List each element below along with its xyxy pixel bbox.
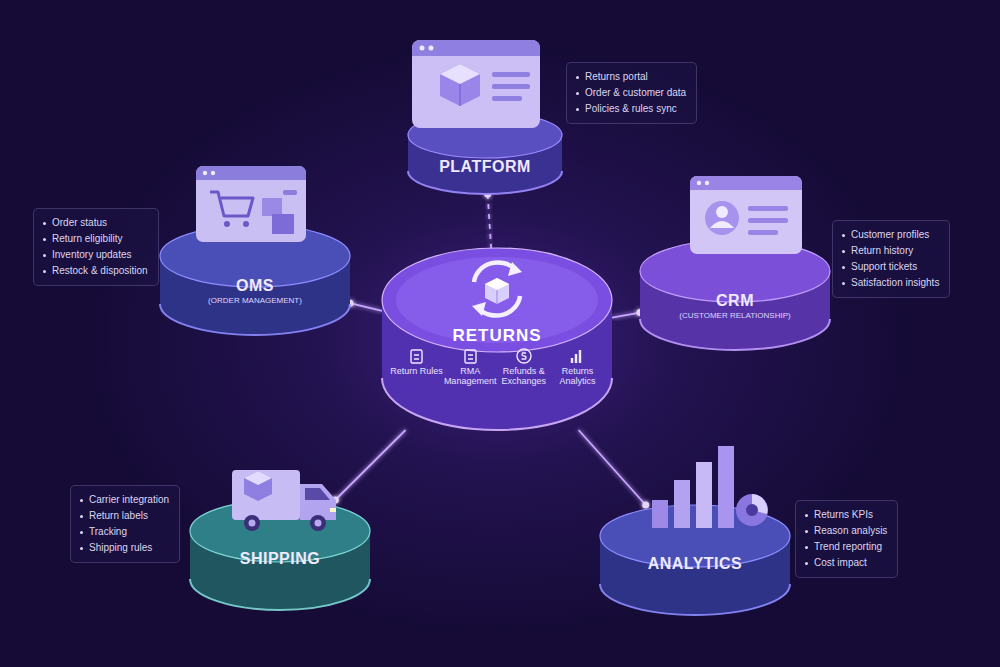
platform-window-icon <box>412 40 540 128</box>
feature-list: Returns portalOrder & customer dataPolic… <box>566 62 697 124</box>
feature-list: Customer profilesReturn historySupport t… <box>832 220 950 298</box>
bullet-item: Support tickets <box>842 259 939 275</box>
bullet-item: Trend reporting <box>805 539 887 555</box>
feature-list: Order statusReturn eligibilityInventory … <box>33 208 159 286</box>
bullet-item: Order & customer data <box>576 85 686 101</box>
connector-dot <box>642 502 649 509</box>
system-subtitle: (ORDER MANAGEMENT) <box>160 296 350 306</box>
bullet-item: Return eligibility <box>43 231 148 247</box>
bullet-item: Tracking <box>80 524 169 540</box>
returns-cycle-icon <box>472 262 522 316</box>
system-title: ANALYTICS <box>600 555 790 573</box>
bullet-item: Inventory updates <box>43 247 148 263</box>
feature-row: Return RulesRMA ManagementRefunds & Exch… <box>382 366 612 386</box>
analytics-pedestal: ANALYTICS <box>600 505 790 615</box>
bullet-item: Satisfaction insights <box>842 275 939 291</box>
crm-pedestal: CRM(CUSTOMER RELATIONSHIP) <box>640 240 830 350</box>
bullet-item: Customer profiles <box>842 227 939 243</box>
returns-feature-icons <box>411 349 580 363</box>
bullet-item: Returns KPIs <box>805 507 887 523</box>
returns-hub: RETURNS Return RulesRMA ManagementRefunds… <box>382 248 612 430</box>
pedestal-top <box>408 112 562 158</box>
bullet-item: Returns portal <box>576 69 686 85</box>
connector-line <box>335 430 405 500</box>
connector-line <box>579 430 646 505</box>
platform-pedestal: PLATFORM <box>408 112 562 194</box>
bullet-item: Reason analysis <box>805 523 887 539</box>
pedestal-rim <box>190 579 370 610</box>
system-title: SHIPPING <box>190 550 370 568</box>
system-title: CRM <box>640 292 830 310</box>
oms-window-icon <box>196 166 306 242</box>
system-title: OMS <box>160 277 350 295</box>
system-title: PLATFORM <box>408 158 562 176</box>
system-subtitle: (CUSTOMER RELATIONSHIP) <box>640 311 830 321</box>
bullet-item: Restock & disposition <box>43 263 148 279</box>
bar-chart-icon <box>652 446 768 528</box>
bullet-item: Return labels <box>80 508 169 524</box>
bullet-item: Shipping rules <box>80 540 169 556</box>
bullet-item: Cost impact <box>805 555 887 571</box>
pedestal-top <box>382 248 612 352</box>
connector-line <box>488 194 491 248</box>
feature-list: Carrier integrationReturn labelsTracking… <box>70 485 180 563</box>
connector-line <box>612 313 640 318</box>
bullet-item: Order status <box>43 215 148 231</box>
oms-pedestal: OMS(ORDER MANAGEMENT) <box>160 225 350 335</box>
feature-label: RMA Management <box>444 366 497 386</box>
shipping-pedestal: SHIPPING <box>190 500 370 610</box>
feature-label: Returns Analytics <box>551 366 604 386</box>
bullet-item: Return history <box>842 243 939 259</box>
feature-label: Refunds & Exchanges <box>497 366 550 386</box>
pedestal-rim <box>640 319 830 350</box>
connector-line <box>350 303 382 311</box>
hub-title: RETURNS <box>382 326 612 346</box>
connector-dot <box>332 497 339 504</box>
pedestal-rim <box>160 304 350 335</box>
bullet-item: Policies & rules sync <box>576 101 686 117</box>
bullet-item: Carrier integration <box>80 492 169 508</box>
crm-window-icon <box>690 176 802 254</box>
feature-label: Return Rules <box>390 366 443 386</box>
pedestal-shape <box>408 112 562 194</box>
truck-icon <box>232 470 336 531</box>
pedestal-rim <box>600 584 790 615</box>
feature-list: Returns KPIsReason analysisTrend reporti… <box>795 500 898 578</box>
